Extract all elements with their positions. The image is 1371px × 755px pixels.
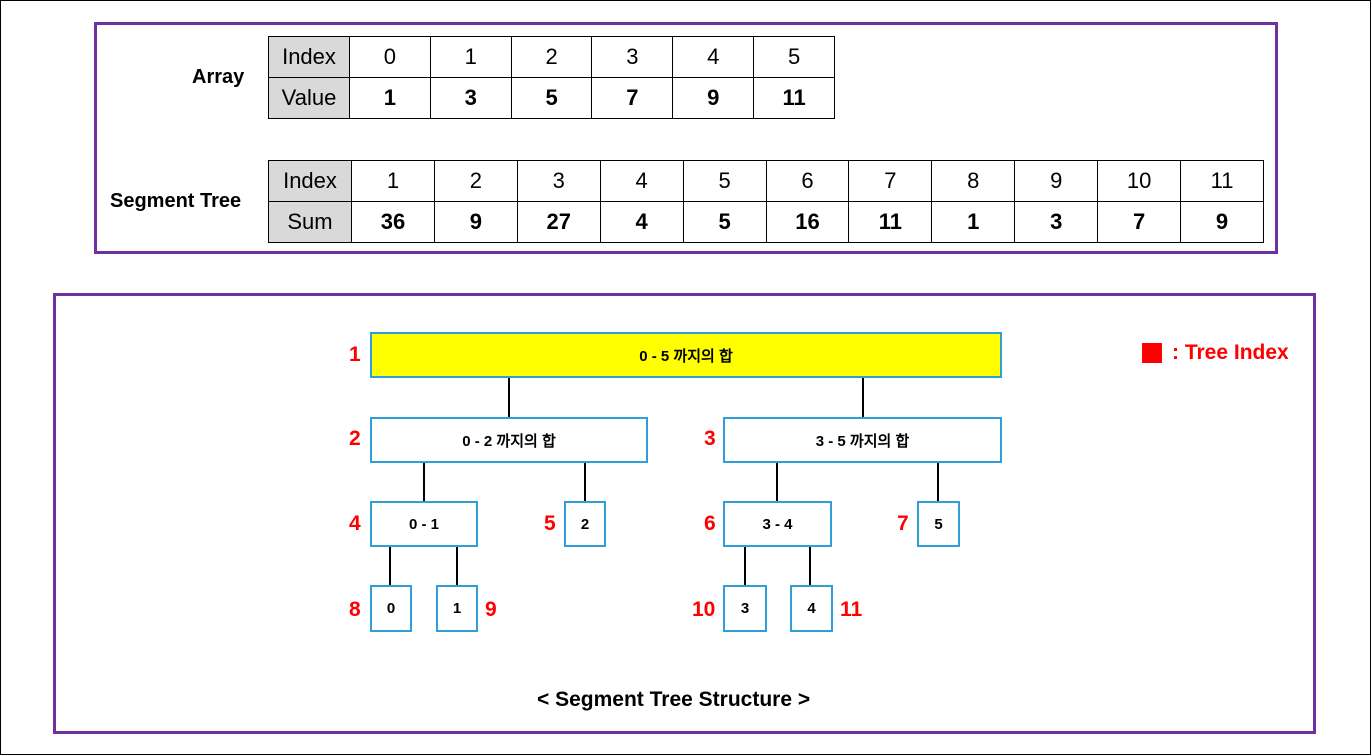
segment-sum-cell: 36 [351,201,435,243]
segment-index-cell: 7 [848,160,933,202]
segment-index-cell: 4 [599,160,684,202]
segment-sum-cell: 3 [1014,201,1099,243]
tree-index-label: 4 [349,512,361,535]
tree-node-9: 1 [436,585,478,632]
array-value-cell: 1 [349,77,431,119]
segment-index-cell: 5 [682,160,767,202]
array-panel [94,22,1278,254]
array-value-row: Value 1 3 5 7 9 11 [268,77,835,119]
legend-text: : Tree Index [1172,341,1289,364]
tree-node-8: 0 [370,585,412,632]
array-index-cell: 5 [753,36,835,78]
array-index-cell: 4 [672,36,755,78]
tree-index-label: 3 [704,427,716,450]
array-index-cell: 2 [510,36,593,78]
diagram-caption: < Segment Tree Structure > [537,688,811,711]
tree-node-10: 3 [723,585,767,632]
tree-index-label: 6 [704,512,716,535]
edge-2-4 [423,462,425,502]
tree-node-2: 0 - 2 까지의 합 [370,417,648,463]
tree-index-label: 7 [897,512,909,535]
array-value-cell: 9 [672,77,755,119]
array-table: Index 0 1 2 3 4 5 Value 1 3 5 7 9 11 [268,36,835,119]
tree-index-label: 5 [544,512,556,535]
edge-1-2 [508,377,510,418]
red-square-icon [1142,343,1162,363]
array-index-row: Index 0 1 2 3 4 5 [268,36,835,78]
segment-sum-row: Sum 36 9 27 4 5 16 11 1 3 7 9 [268,201,1264,243]
segment-index-cell: 9 [1014,160,1099,202]
segment-index-cell: 3 [516,160,601,202]
array-value-cell: 7 [591,77,674,119]
tree-node-7: 5 [917,501,960,547]
edge-4-9 [456,546,458,586]
segment-index-cell: 2 [433,160,518,202]
segment-tree-label: Segment Tree [110,190,242,212]
segment-sum-cell: 9 [433,201,518,243]
array-index-header: Index [268,36,350,78]
tree-node-1: 0 - 5 까지의 합 [370,332,1002,378]
segment-sum-cell: 1 [931,201,1016,243]
segment-index-cell: 1 [351,160,435,202]
array-index-cell: 3 [591,36,674,78]
array-index-cell: 1 [429,36,512,78]
segment-index-cell: 10 [1097,160,1182,202]
segment-tree-table: Index 1 2 3 4 5 6 7 8 9 10 11 Sum 36 9 2… [268,160,1264,243]
segment-sum-cell: 4 [599,201,684,243]
array-value-cell: 3 [429,77,512,119]
array-value-header: Value [268,77,350,119]
segment-sum-cell: 16 [765,201,850,243]
edge-3-7 [937,462,939,502]
segment-sum-cell: 7 [1097,201,1182,243]
segment-index-cell: 8 [931,160,1016,202]
array-value-cell: 5 [510,77,593,119]
edge-3-6 [776,462,778,502]
tree-node-5: 2 [564,501,606,547]
edge-1-3 [862,377,864,418]
tree-index-label: 10 [692,598,716,621]
edge-2-5 [584,462,586,502]
segment-sum-cell: 11 [848,201,933,243]
tree-index-label: 11 [840,598,863,621]
tree-index-label: 2 [349,427,361,450]
segment-index-cell: 6 [765,160,850,202]
segment-sum-cell: 27 [516,201,601,243]
edge-4-8 [389,546,391,586]
segment-sum-cell: 5 [682,201,767,243]
tree-node-11: 4 [790,585,833,632]
segment-index-cell: 11 [1180,160,1264,202]
tree-panel [53,293,1316,734]
segment-index-row: Index 1 2 3 4 5 6 7 8 9 10 11 [268,160,1264,202]
array-label: Array [192,66,245,88]
tree-node-4: 0 - 1 [370,501,478,547]
array-index-cell: 0 [349,36,431,78]
edge-6-10 [744,546,746,586]
tree-index-label: 9 [485,598,497,621]
edge-6-11 [809,546,811,586]
segment-index-header: Index [268,160,352,202]
segment-sum-cell: 9 [1180,201,1264,243]
tree-index-legend: : Tree Index [1142,341,1289,365]
tree-index-label: 8 [349,598,361,621]
tree-node-3: 3 - 5 까지의 합 [723,417,1002,463]
tree-node-6: 3 - 4 [723,501,832,547]
tree-index-label: 1 [349,343,361,366]
array-value-cell: 11 [753,77,835,119]
segment-sum-header: Sum [268,201,352,243]
